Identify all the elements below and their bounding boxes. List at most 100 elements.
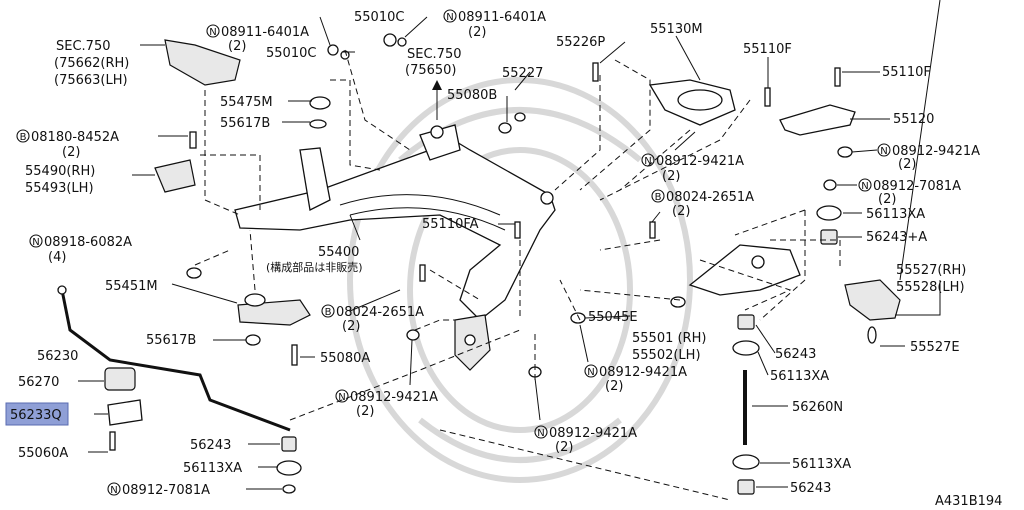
label-55400[interactable]: 55400 xyxy=(318,245,359,260)
label-55617b-top[interactable]: 55617B xyxy=(220,116,270,131)
label-08024-top-qty: (2) xyxy=(672,204,690,219)
label-08912-9421a-c2[interactable]: 08912-9421A xyxy=(599,365,687,380)
label-55493-lh[interactable]: 55493(LH) xyxy=(25,181,94,196)
label-08912-9421a-r1[interactable]: 08912-9421A xyxy=(656,154,744,169)
label-08912-9421a-r2[interactable]: 08912-9421A xyxy=(892,144,980,159)
label-56243-left[interactable]: 56243 xyxy=(190,438,231,453)
label-56113xa-r3[interactable]: 56113XA xyxy=(792,457,851,472)
label-08024-2651a-mid[interactable]: 08024-2651A xyxy=(336,305,424,320)
label-08918-qty: (4) xyxy=(48,250,66,265)
nut-symbol xyxy=(584,364,598,378)
label-56260n[interactable]: 56260N xyxy=(792,400,843,415)
label-55010c-mid[interactable]: 55010C xyxy=(266,46,316,61)
label-08912-7081a-left[interactable]: 08912-7081A xyxy=(122,483,210,498)
bracket-55527[interactable] xyxy=(844,279,901,321)
label-55110f-b[interactable]: 55110F xyxy=(882,65,931,80)
label-56243-right[interactable]: 56243 xyxy=(775,347,816,362)
label-55451m[interactable]: 55451M xyxy=(105,279,158,294)
label-sec750-center[interactable]: SEC.750 xyxy=(407,47,462,62)
nut-symbol xyxy=(29,234,43,248)
nut-symbol xyxy=(335,389,349,403)
label-55527-rh[interactable]: 55527(RH) xyxy=(896,263,966,278)
leader-lines xyxy=(78,0,941,490)
nut-symbol-letter: N xyxy=(880,146,887,157)
label-08180-8452a[interactable]: 08180-8452A xyxy=(31,130,119,145)
label-55528-lh[interactable]: 55528(LH) xyxy=(896,280,965,295)
bolt-symbol xyxy=(16,129,30,143)
label-56270[interactable]: 56270 xyxy=(18,375,59,390)
sec750-bracket-part[interactable] xyxy=(140,39,241,86)
label-55080a[interactable]: 55080A xyxy=(320,351,370,366)
nut-symbol xyxy=(443,9,457,23)
link-arm-55120[interactable] xyxy=(779,104,856,136)
stabilizer-bushing-56270[interactable] xyxy=(104,367,136,391)
label-08912-7081a-right-qty: (2) xyxy=(878,192,896,207)
label-55110fa[interactable]: 55110FA xyxy=(422,217,479,232)
nut-symbol-letter: N xyxy=(446,12,453,23)
stabilizer-bar-56230[interactable] xyxy=(57,285,291,432)
bolt-symbol xyxy=(651,189,665,203)
label-08912-r1-qty: (2) xyxy=(662,169,680,184)
nut-symbol-letter: N xyxy=(537,428,544,439)
watermark-emblem xyxy=(347,77,693,483)
label-55080b[interactable]: 55080B xyxy=(447,88,497,103)
nut-symbol-letter: N xyxy=(110,485,117,496)
label-08912-c1-qty: (2) xyxy=(356,404,374,419)
label-55226p[interactable]: 55226P xyxy=(556,35,605,50)
nut-symbol xyxy=(641,153,655,167)
label-56233q[interactable]: 56233Q xyxy=(10,408,62,423)
label-08911-right-qty: (2) xyxy=(468,25,486,40)
label-56243-bottom[interactable]: 56243 xyxy=(790,481,831,496)
label-55045e[interactable]: 55045E xyxy=(588,310,638,325)
label-56230[interactable]: 56230 xyxy=(37,349,78,364)
lower-arm-55501[interactable] xyxy=(688,244,801,296)
diagram-code: A431B194 xyxy=(935,494,1002,509)
label-08918-6082a[interactable]: 08918-6082A xyxy=(44,235,132,250)
nut-symbol xyxy=(107,482,121,496)
label-55010c-top[interactable]: 55010C xyxy=(354,10,404,25)
label-08912-c2-qty: (2) xyxy=(605,379,623,394)
sec750-arrow xyxy=(432,80,442,120)
label-55130m[interactable]: 55130M xyxy=(650,22,703,37)
nut-symbol-letter: N xyxy=(861,181,868,192)
label-08912-7081a-right[interactable]: 08912-7081A xyxy=(873,179,961,194)
label-55400-note: (構成部品は非販売) xyxy=(266,260,363,274)
label-08911-6401a-right[interactable]: 08911-6401A xyxy=(458,10,546,25)
label-55120[interactable]: 55120 xyxy=(893,112,934,127)
label-08912-9421a-c3[interactable]: 08912-9421A xyxy=(549,426,637,441)
mount-55451m[interactable] xyxy=(237,293,311,326)
nut-symbol-letter: N xyxy=(587,367,594,378)
label-55502-lh[interactable]: 55502(LH) xyxy=(632,348,701,363)
label-56113xa-r2[interactable]: 56113XA xyxy=(770,369,829,384)
label-55501-rh[interactable]: 55501 (RH) xyxy=(632,331,706,346)
label-08024-2651a-top[interactable]: 08024-2651A xyxy=(666,190,754,205)
label-55617b-bottom[interactable]: 55617B xyxy=(146,333,196,348)
label-55527e[interactable]: 55527E xyxy=(910,340,960,355)
subframe-55400[interactable] xyxy=(234,124,556,371)
upper-arm-55130m[interactable] xyxy=(648,79,736,126)
hardware-parts xyxy=(109,33,877,495)
label-55060a[interactable]: 55060A xyxy=(18,446,68,461)
label-55110f-a[interactable]: 55110F xyxy=(743,42,792,57)
label-56113xa-left[interactable]: 56113XA xyxy=(183,461,242,476)
label-55475m[interactable]: 55475M xyxy=(220,95,273,110)
label-08180-qty: (2) xyxy=(62,145,80,160)
highlighted-part-marker xyxy=(5,402,69,426)
label-75662-rh[interactable]: (75662(RH) xyxy=(54,56,129,71)
label-sec750-bracket[interactable]: SEC.750 xyxy=(56,39,111,54)
nut-symbol xyxy=(877,143,891,157)
label-75650[interactable]: (75650) xyxy=(405,63,457,78)
label-56243a[interactable]: 56243+A xyxy=(866,230,927,245)
bracket-55490[interactable] xyxy=(154,159,196,193)
label-75663-lh[interactable]: (75663(LH) xyxy=(54,73,128,88)
label-08912-c3-qty: (2) xyxy=(555,440,573,455)
label-55227[interactable]: 55227 xyxy=(502,66,543,81)
nut-symbol xyxy=(858,178,872,192)
clamp-56233q[interactable] xyxy=(107,399,143,426)
label-08911-6401a-left[interactable]: 08911-6401A xyxy=(221,25,309,40)
label-08912-9421a-c1[interactable]: 08912-9421A xyxy=(350,390,438,405)
nut-symbol-letter: N xyxy=(644,156,651,167)
bolt-symbol-letter: B xyxy=(655,192,662,203)
label-55490-rh[interactable]: 55490(RH) xyxy=(25,164,95,179)
label-56113xa-r1[interactable]: 56113XA xyxy=(866,207,925,222)
